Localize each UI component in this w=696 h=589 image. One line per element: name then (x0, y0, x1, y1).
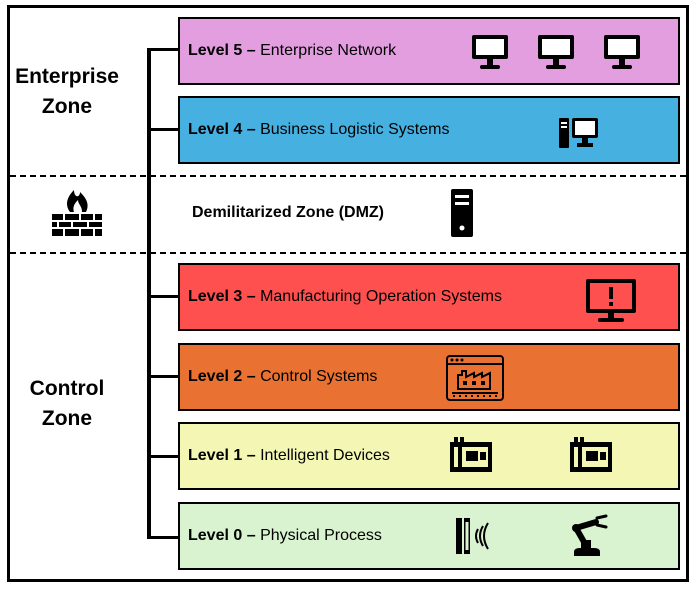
monitor-icon (538, 35, 574, 69)
firewall-icon (52, 190, 102, 236)
level5-desc: Enterprise Network (260, 42, 397, 59)
level1-box: Level 1 – Intelligent Devices (178, 422, 680, 490)
level0-name: Level 0 (188, 527, 243, 544)
dmz-label: Demilitarized Zone (DMZ) (192, 204, 385, 221)
enterprise-zone-label: Enterprise Zone (8, 62, 126, 122)
server-tower-icon (451, 189, 473, 237)
level1-desc: Intelligent Devices (260, 447, 390, 464)
desktop-computer-icon (559, 118, 598, 148)
level0-desc: Physical Process (260, 527, 382, 544)
level4-sep: – (242, 121, 261, 138)
monitor-icon (472, 35, 508, 69)
level5-label: Level 5 – Enterprise Network (188, 19, 396, 83)
bus-tick-level5 (147, 48, 180, 51)
level3-box: Level 3 – Manufacturing Operation System… (178, 263, 680, 331)
level2-sep: – (242, 368, 261, 385)
level1-label: Level 1 – Intelligent Devices (188, 424, 390, 488)
level4-name: Level 4 (188, 121, 243, 138)
level4-box: Level 4 – Business Logistic Systems (178, 96, 680, 164)
level3-sep: – (242, 288, 261, 305)
bus-tick-level2 (147, 375, 180, 378)
level4-label: Level 4 – Business Logistic Systems (188, 98, 449, 162)
alert-monitor-icon (586, 279, 636, 322)
enterprise-zone-line2: Zone (41, 95, 93, 118)
diagram-frame (7, 5, 689, 582)
network-bus-line (147, 48, 151, 538)
control-zone-line2: Zone (41, 407, 93, 430)
robot-arm-icon (572, 514, 608, 556)
level0-box: Level 0 – Physical Process (178, 502, 680, 570)
control-zone-line1: Control (29, 377, 105, 400)
level3-desc: Manufacturing Operation Systems (260, 288, 502, 305)
enterprise-zone-line1: Enterprise (15, 65, 119, 88)
bus-tick-level4 (147, 128, 180, 131)
zone-divider-bottom (10, 252, 686, 254)
zone-divider-top (10, 175, 686, 177)
level5-sep: – (242, 42, 261, 59)
level3-label: Level 3 – Manufacturing Operation System… (188, 265, 502, 329)
level5-box: Level 5 – Enterprise Network (178, 17, 680, 85)
level0-sep: – (242, 527, 261, 544)
bus-tick-level0 (147, 536, 180, 539)
level0-label: Level 0 – Physical Process (188, 504, 382, 568)
level3-name: Level 3 (188, 288, 243, 305)
level2-name: Level 2 (188, 368, 243, 385)
factory-window-icon (446, 355, 504, 401)
level2-label: Level 2 – Control Systems (188, 345, 377, 409)
level1-name: Level 1 (188, 447, 243, 464)
bus-tick-level3 (147, 295, 180, 298)
level2-desc: Control Systems (260, 368, 378, 385)
controller-device-icon (570, 437, 612, 472)
control-zone-label: Control Zone (8, 374, 126, 434)
level5-name: Level 5 (188, 42, 243, 59)
bus-tick-level1 (147, 455, 180, 458)
monitor-icon (604, 35, 640, 69)
level2-box: Level 2 – Control Systems (178, 343, 680, 411)
level4-desc: Business Logistic Systems (260, 121, 450, 138)
level1-sep: – (242, 447, 261, 464)
controller-device-icon (450, 437, 492, 472)
sensor-icon (456, 518, 489, 554)
